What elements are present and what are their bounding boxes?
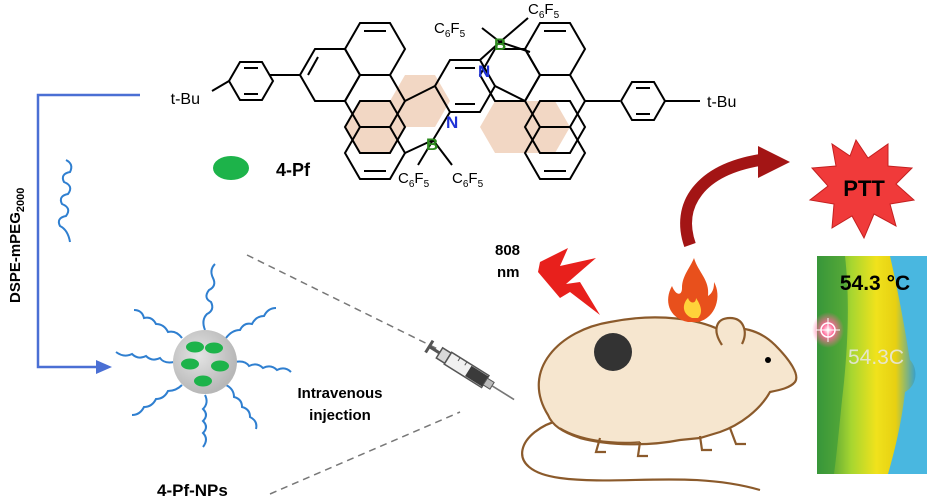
tumor-spot — [594, 333, 632, 371]
molecule-structure — [211, 17, 700, 180]
curved-arrowhead — [758, 146, 790, 178]
mouse-icon — [521, 316, 798, 492]
ring-left-lower — [343, 126, 407, 180]
zoom-line-bottom — [269, 411, 461, 495]
atom-labels: t-Bu t-Bu B B N N — [171, 35, 737, 154]
tbu-right-label: t-Bu — [707, 94, 736, 111]
nitrogen-top-label: N — [478, 62, 490, 81]
phenyl-right — [619, 81, 667, 121]
boron-top-label: B — [494, 35, 506, 54]
assembly-arrowhead — [96, 360, 112, 374]
therapy-label: PTT — [843, 176, 885, 201]
c6f5-labels: C6F5 C6F5 C6F5 C6F5 — [398, 1, 560, 190]
temperature-label: 54.3 °C — [840, 272, 910, 295]
c6f5-bottom-left: C6F5 — [398, 170, 430, 190]
peg-chain-icon — [57, 159, 73, 243]
molecule-dot-icon — [213, 156, 249, 180]
injection-label-line1: Intravenous — [297, 385, 382, 402]
flame-icon — [668, 258, 718, 322]
ring-right-bottom — [523, 100, 587, 154]
encapsulated-dots — [181, 341, 229, 387]
nanoparticle-name: 4-Pf-NPs — [157, 481, 228, 499]
laser-wavelength: 808 — [495, 242, 520, 259]
thermal-image-icon — [812, 256, 927, 474]
c6f5-bottom-right: C6F5 — [452, 170, 484, 190]
ring-right-lower — [523, 126, 587, 180]
nitrogen-bottom-label: N — [446, 113, 458, 132]
injection-label-line2: injection — [309, 407, 371, 424]
assembly-arrow — [36, 93, 140, 369]
curved-arrow — [680, 154, 762, 247]
laser-unit: nm — [497, 264, 520, 281]
burst-icon — [808, 138, 916, 240]
nanoparticle — [115, 263, 292, 448]
boron-bottom-label: B — [426, 135, 438, 154]
thermal-readout: 54.3C — [848, 346, 904, 369]
lightning-icon — [538, 248, 600, 315]
polymer-label: DSPE-mPEG2000 — [7, 188, 27, 303]
c6f5-top-right: C6F5 — [528, 1, 560, 21]
syringe-icon — [424, 339, 515, 401]
peg-corona — [115, 263, 292, 448]
tbu-left-label: t-Bu — [171, 91, 200, 108]
zoom-line-top — [246, 254, 461, 361]
molecule-name: 4-Pf — [276, 160, 311, 180]
c6f5-top-left: C6F5 — [434, 20, 466, 40]
ring-left-bottom — [343, 100, 407, 154]
